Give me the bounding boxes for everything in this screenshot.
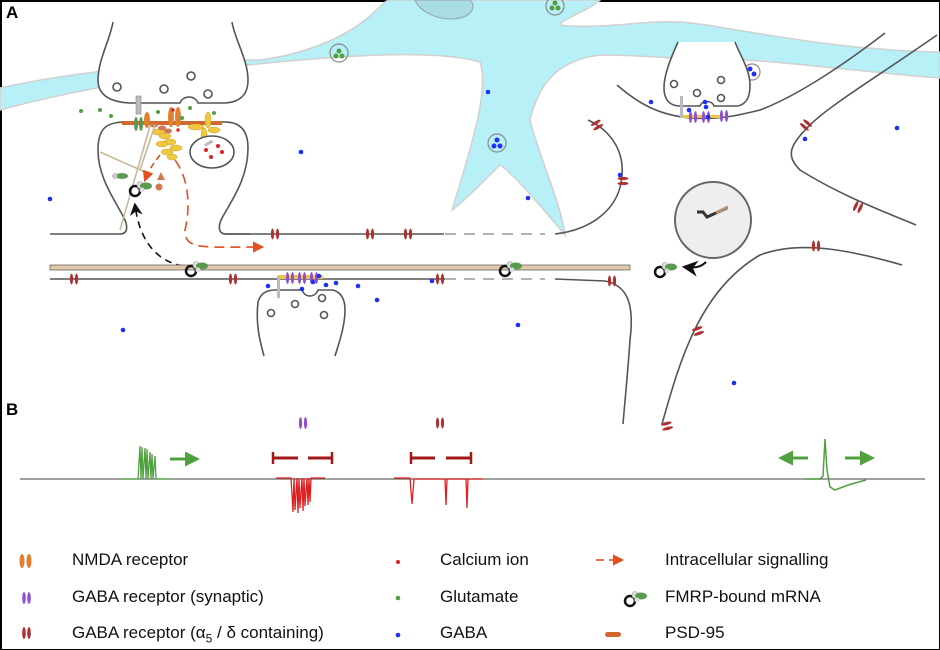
legend-label-fmrp: FMRP-bound mRNA — [665, 587, 821, 606]
panel-label-b: B — [6, 400, 19, 419]
synapse-left-components — [99, 95, 235, 231]
legend-symbol-nmda — [19, 554, 32, 568]
legend-symbol-glutamate — [395, 595, 401, 601]
synapse-lower-receptors — [277, 272, 323, 298]
gaba-extrasynaptic-marker — [435, 417, 445, 429]
fmrp-transport-arrow — [129, 202, 184, 267]
presynaptic-terminal-lower — [256, 289, 346, 357]
legend-label-psd95: PSD-95 — [665, 623, 725, 642]
calcium-ions — [171, 108, 180, 132]
legend-label-calcium: Calcium ion — [440, 550, 529, 569]
gaba-molecules — [47, 89, 900, 386]
fmrp-mrna — [653, 261, 679, 279]
trace-glutamatergic-burst — [122, 445, 172, 480]
legend-label-gaba-a5-sub: 5 — [205, 631, 213, 646]
legend-label-signalling: Intracellular signalling — [665, 550, 829, 569]
legend-symbol-gaba-a5 — [22, 627, 31, 639]
gaba-synaptic-marker — [298, 417, 308, 429]
stim-bar-extrasynaptic — [409, 452, 473, 464]
legend-symbol-gaba — [395, 632, 401, 638]
glutamate-molecules — [79, 106, 216, 120]
signalling-arrow-local — [142, 154, 161, 183]
legend-label-gaba-a5-tail: / δ containing) — [212, 623, 324, 642]
dendrite-right-upper — [616, 32, 938, 226]
legend-symbol-psd95 — [605, 632, 621, 637]
trace-extrasynaptic-currents — [394, 477, 483, 509]
axon-shaft — [49, 264, 631, 271]
legend-symbol-fmrp — [623, 590, 649, 608]
stim-bar-synaptic — [271, 452, 334, 464]
nucleus — [674, 181, 752, 259]
legend-label-gaba-a5-main: GABA receptor (α — [72, 623, 206, 642]
mrna-export-arrow — [681, 260, 707, 277]
legend-symbol-calcium — [396, 560, 400, 564]
panel-label-a: A — [6, 3, 19, 22]
legend-label-gaba-a5: GABA receptor (α5 / δ containing) — [72, 623, 324, 645]
legend-symbol-gaba-synaptic — [22, 592, 31, 604]
trace-action-potential — [805, 438, 867, 491]
presynaptic-terminal-left — [97, 21, 249, 104]
dendrite-lower — [50, 233, 632, 425]
dendrite-right-lower — [661, 246, 903, 425]
signalling-arrow-dendrite — [174, 159, 265, 253]
legend-label-glutamate: Glutamate — [440, 587, 519, 606]
legend-label-gaba-synaptic: GABA receptor (synaptic) — [72, 587, 264, 606]
trace-synaptic-currents — [276, 477, 325, 514]
legend-label-gaba: GABA — [440, 623, 488, 642]
legend-label-nmda: NMDA receptor — [72, 550, 189, 569]
synapse-right-receptors — [680, 96, 729, 123]
presynaptic-terminal-right — [663, 41, 751, 107]
